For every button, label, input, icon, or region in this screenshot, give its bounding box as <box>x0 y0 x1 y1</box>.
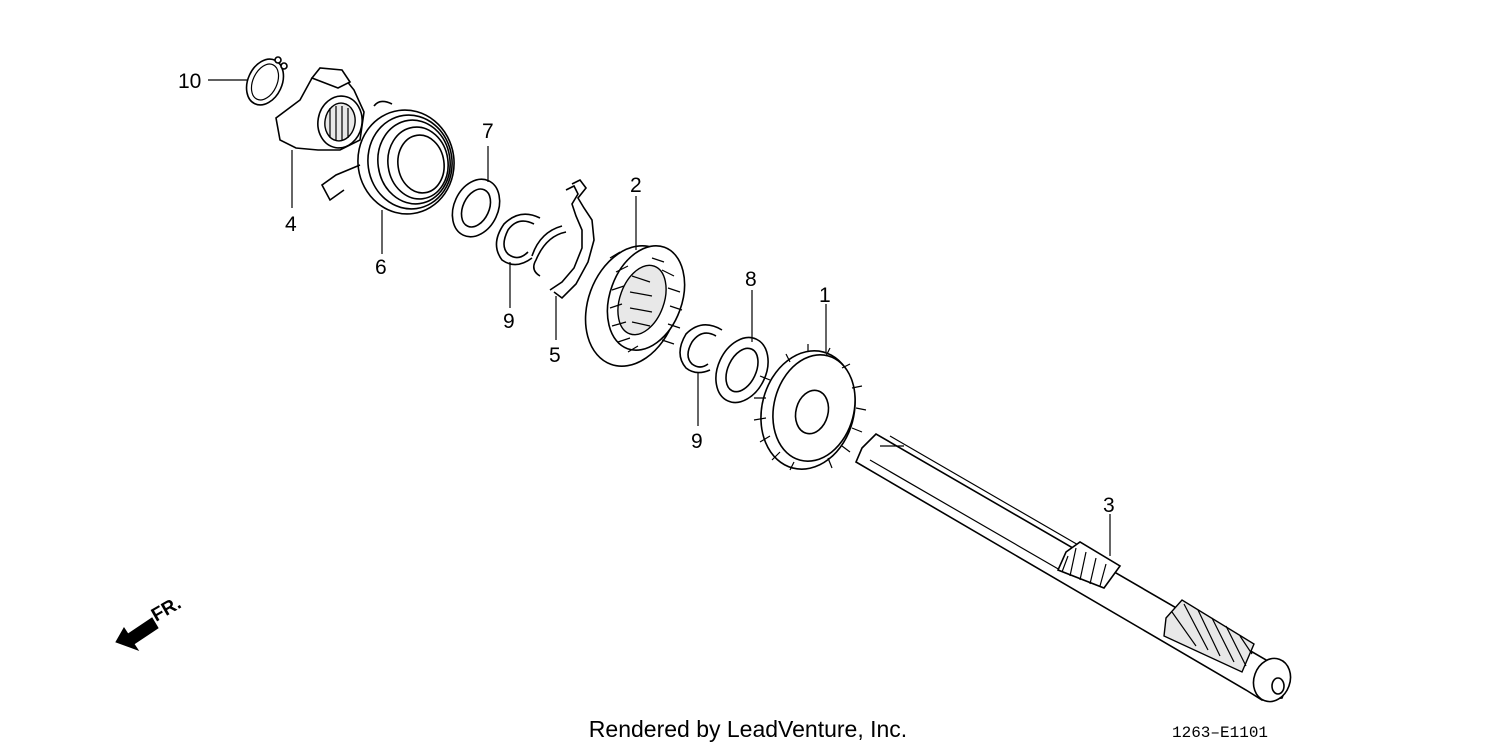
callout-5: 5 <box>549 344 561 367</box>
ratchet-part-2 <box>584 244 686 367</box>
snap-ring-part-9-lower <box>679 324 723 374</box>
callout-10: 10 <box>178 70 201 93</box>
gear-part-1 <box>753 344 867 471</box>
spring-part-6 <box>320 100 455 215</box>
snap-ring-part-9-upper <box>495 213 541 266</box>
diagram-code: 1263–E1101 <box>1172 724 1269 742</box>
callout-4: 4 <box>285 213 297 236</box>
guide-part-5 <box>531 178 595 300</box>
callout-9-upper: 9 <box>503 310 515 333</box>
callout-2: 2 <box>630 174 642 197</box>
callout-9-lower: 9 <box>691 430 703 453</box>
circlip-part-10 <box>245 56 288 106</box>
leader-lines <box>208 79 1111 556</box>
footer-credit: Rendered by LeadVenture, Inc. <box>588 716 908 742</box>
washer-part-8 <box>715 336 769 404</box>
washer-part-7 <box>451 178 501 238</box>
callout-7: 7 <box>482 120 494 143</box>
callout-3: 3 <box>1103 494 1115 517</box>
shaft-part-3 <box>854 432 1292 703</box>
callout-1: 1 <box>819 284 831 307</box>
front-direction-arrow-icon: FR. <box>115 593 185 651</box>
callout-8: 8 <box>745 268 757 291</box>
callout-6: 6 <box>375 256 387 279</box>
collar-part-4 <box>275 67 365 151</box>
